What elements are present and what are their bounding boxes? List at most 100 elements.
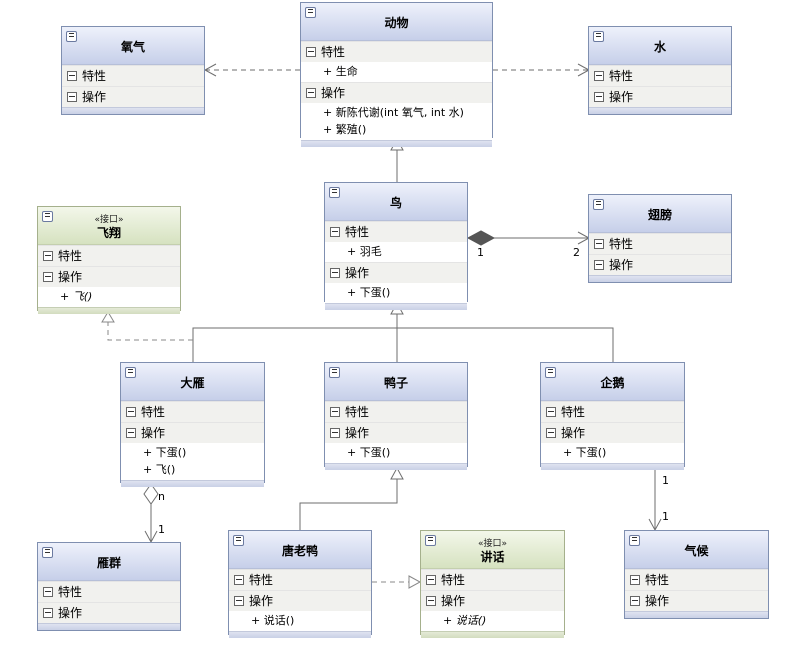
minus-icon[interactable] bbox=[234, 596, 244, 606]
operations-section[interactable]: 操作 bbox=[62, 86, 204, 107]
minus-icon[interactable] bbox=[67, 71, 77, 81]
class-animal[interactable]: 动物 特性 + 生命 操作 + 新陈代谢(int 氧气, int 水) + 繁殖… bbox=[300, 2, 493, 147]
multiplicity-climate-end: 1 bbox=[662, 510, 669, 523]
stereotype-label: «接口» bbox=[477, 539, 507, 549]
class-footer bbox=[301, 140, 492, 147]
minus-icon[interactable] bbox=[43, 272, 53, 282]
minus-icon[interactable] bbox=[43, 251, 53, 261]
attributes-section[interactable]: 特性 bbox=[38, 581, 180, 602]
class-wild-goose[interactable]: 大雁 特性 操作 + 下蛋() + 飞() bbox=[120, 362, 265, 487]
attributes-section[interactable]: 特性 bbox=[62, 65, 204, 86]
class-oxygen[interactable]: 氧气 特性 操作 bbox=[61, 26, 205, 115]
collapse-icon[interactable] bbox=[305, 7, 316, 18]
section-label: 特性 bbox=[58, 585, 83, 599]
collapse-icon[interactable] bbox=[329, 367, 340, 378]
collapse-icon[interactable] bbox=[125, 367, 136, 378]
class-water[interactable]: 水 特性 操作 bbox=[588, 26, 732, 115]
class-bird[interactable]: 鸟 特性 + 羽毛 操作 + 下蛋() bbox=[324, 182, 468, 310]
minus-icon[interactable] bbox=[330, 268, 340, 278]
attribute-item: + 生命 bbox=[323, 65, 358, 78]
operations-section[interactable]: 操作 bbox=[325, 262, 467, 283]
attributes-section[interactable]: 特性 bbox=[38, 245, 180, 266]
minus-icon[interactable] bbox=[546, 428, 556, 438]
operation-item: + 繁殖() bbox=[323, 123, 367, 136]
collapse-icon[interactable] bbox=[629, 535, 640, 546]
generalization-donald-duck bbox=[299, 466, 404, 530]
collapse-icon[interactable] bbox=[42, 547, 53, 558]
collapse-icon[interactable] bbox=[593, 199, 604, 210]
minus-icon[interactable] bbox=[594, 239, 604, 249]
minus-icon[interactable] bbox=[546, 407, 556, 417]
minus-icon[interactable] bbox=[630, 575, 640, 585]
class-duck[interactable]: 鸭子 特性 操作 + 下蛋() bbox=[324, 362, 468, 470]
minus-icon[interactable] bbox=[126, 428, 136, 438]
operation-list: + 说话() bbox=[421, 611, 564, 631]
operations-section[interactable]: 操作 bbox=[38, 602, 180, 623]
class-header: 翅膀 bbox=[589, 195, 731, 233]
operations-section[interactable]: 操作 bbox=[589, 86, 731, 107]
collapse-icon[interactable] bbox=[545, 367, 556, 378]
minus-icon[interactable] bbox=[43, 587, 53, 597]
attributes-section[interactable]: 特性 bbox=[625, 569, 768, 590]
class-header: 雁群 bbox=[38, 543, 180, 581]
attributes-section[interactable]: 特性 bbox=[541, 401, 684, 422]
minus-icon[interactable] bbox=[330, 428, 340, 438]
class-title: 气候 bbox=[684, 544, 709, 558]
attribute-list: + 羽毛 bbox=[325, 242, 467, 262]
minus-icon[interactable] bbox=[330, 407, 340, 417]
attributes-section[interactable]: 特性 bbox=[325, 221, 467, 242]
minus-icon[interactable] bbox=[330, 227, 340, 237]
minus-icon[interactable] bbox=[234, 575, 244, 585]
class-title: 氧气 bbox=[120, 40, 145, 54]
section-label: 操作 bbox=[561, 426, 586, 440]
class-title: 大雁 bbox=[180, 376, 205, 390]
class-title: 翅膀 bbox=[647, 208, 672, 222]
operations-section[interactable]: 操作 bbox=[625, 590, 768, 611]
class-wing[interactable]: 翅膀 特性 操作 bbox=[588, 194, 732, 283]
operations-section[interactable]: 操作 bbox=[301, 82, 492, 103]
minus-icon[interactable] bbox=[43, 608, 53, 618]
minus-icon[interactable] bbox=[67, 92, 77, 102]
minus-icon[interactable] bbox=[426, 575, 436, 585]
interface-speak[interactable]: «接口» 讲话 特性 操作 + 说话() bbox=[420, 530, 565, 638]
minus-icon[interactable] bbox=[306, 47, 316, 57]
attributes-section[interactable]: 特性 bbox=[301, 41, 492, 62]
operations-section[interactable]: 操作 bbox=[229, 590, 371, 611]
operations-section[interactable]: 操作 bbox=[121, 422, 264, 443]
interface-fly[interactable]: «接口» 飞翔 特性 操作 + 飞() bbox=[37, 206, 181, 314]
collapse-icon[interactable] bbox=[42, 211, 53, 222]
minus-icon[interactable] bbox=[594, 92, 604, 102]
attributes-section[interactable]: 特性 bbox=[589, 65, 731, 86]
operations-section[interactable]: 操作 bbox=[421, 590, 564, 611]
attributes-section[interactable]: 特性 bbox=[121, 401, 264, 422]
collapse-icon[interactable] bbox=[593, 31, 604, 42]
class-title: 鸟 bbox=[389, 196, 402, 210]
collapse-icon[interactable] bbox=[233, 535, 244, 546]
minus-icon[interactable] bbox=[306, 88, 316, 98]
operations-section[interactable]: 操作 bbox=[589, 254, 731, 275]
minus-icon[interactable] bbox=[630, 596, 640, 606]
class-footer bbox=[625, 611, 768, 618]
class-penguin[interactable]: 企鹅 特性 操作 + 下蛋() bbox=[540, 362, 685, 470]
collapse-icon[interactable] bbox=[425, 535, 436, 546]
attributes-section[interactable]: 特性 bbox=[229, 569, 371, 590]
minus-icon[interactable] bbox=[594, 71, 604, 81]
class-title: 企鹅 bbox=[600, 376, 625, 390]
collapse-icon[interactable] bbox=[66, 31, 77, 42]
minus-icon[interactable] bbox=[426, 596, 436, 606]
operations-section[interactable]: 操作 bbox=[325, 422, 467, 443]
operations-section[interactable]: 操作 bbox=[38, 266, 180, 287]
class-footer bbox=[421, 631, 564, 638]
class-header: 氧气 bbox=[62, 27, 204, 65]
class-goose-flock[interactable]: 雁群 特性 操作 bbox=[37, 542, 181, 631]
class-climate[interactable]: 气候 特性 操作 bbox=[624, 530, 769, 619]
class-donald-duck[interactable]: 唐老鸭 特性 操作 + 说话() bbox=[228, 530, 372, 638]
collapse-icon[interactable] bbox=[329, 187, 340, 198]
class-footer bbox=[121, 480, 264, 487]
attributes-section[interactable]: 特性 bbox=[325, 401, 467, 422]
attributes-section[interactable]: 特性 bbox=[589, 233, 731, 254]
operations-section[interactable]: 操作 bbox=[541, 422, 684, 443]
minus-icon[interactable] bbox=[594, 260, 604, 270]
minus-icon[interactable] bbox=[126, 407, 136, 417]
attributes-section[interactable]: 特性 bbox=[421, 569, 564, 590]
